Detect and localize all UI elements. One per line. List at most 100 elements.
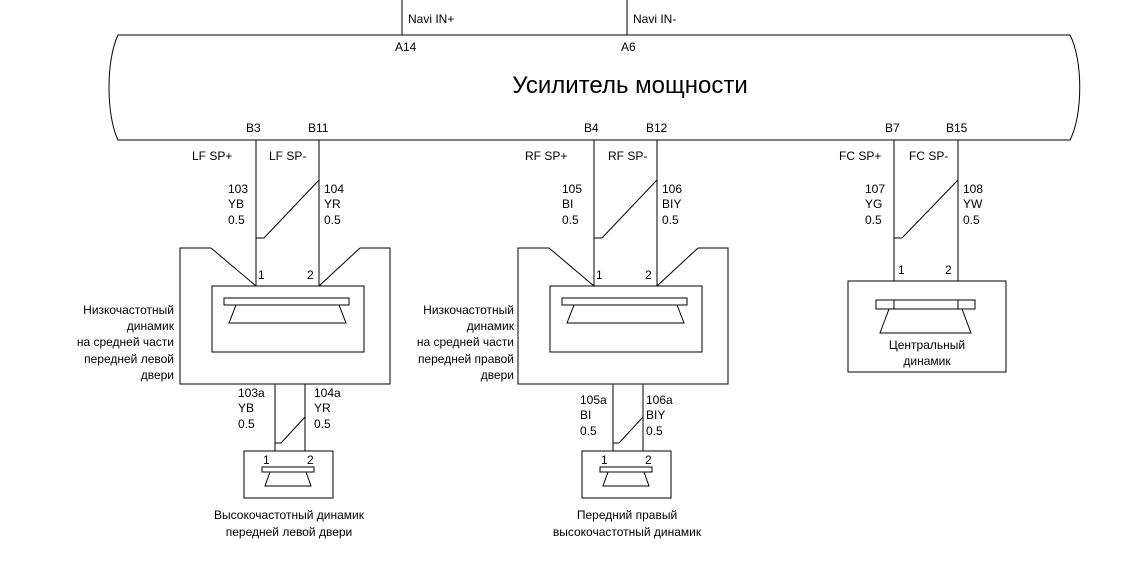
wire-105-color: BI — [562, 197, 573, 211]
pin-b3-label: B3 — [246, 121, 261, 135]
wire-103-color: YB — [228, 197, 244, 211]
rf-woofer-enclosure — [517, 247, 729, 385]
rf-tweeter-terminal-2: 2 — [645, 453, 652, 467]
wire-105-gauge: 0.5 — [562, 213, 579, 227]
pin-b15-label: B15 — [946, 121, 968, 135]
wire-107-id: 107 — [865, 182, 885, 196]
left-front-group: B3 B11 LF SP+ LF SP- 103 YB 0.5 104 YR 0… — [77, 121, 391, 539]
lf-woofer-name-line-4: передней левой — [84, 352, 174, 366]
rf-woofer-magnet — [561, 297, 688, 306]
rf-woofer-name-line-4: передней правой — [418, 352, 514, 366]
rf-woofer-cone-left — [548, 247, 595, 287]
center-speaker-terminal-2: 2 — [945, 263, 952, 277]
amplifier-block: Усилитель мощности — [108, 34, 1081, 141]
wire-104a-id: 104a — [314, 386, 341, 400]
wire-103-gauge: 0.5 — [228, 213, 245, 227]
rf-woofer-name-line-1: Низкочастотный — [423, 303, 514, 317]
rf-woofer-terminal-1: 1 — [596, 268, 603, 282]
wire-106-id: 106 — [662, 182, 682, 196]
pin-a6-label: A6 — [621, 40, 636, 54]
lf-sp-plus-label: LF SP+ — [192, 149, 232, 163]
rf-tweeter-magnet — [599, 466, 653, 473]
wire-106-color: BIY — [662, 197, 681, 211]
amplifier-outline — [108, 34, 1081, 141]
lf-tweeter-terminal-1: 1 — [263, 453, 270, 467]
pin-b7-label: B7 — [885, 121, 900, 135]
wire-104-color: YR — [324, 197, 341, 211]
wire-103a-id: 103a — [238, 386, 265, 400]
lf-woofer-terminal-1: 1 — [258, 268, 265, 282]
lf-tweeter-name-line-2: передней левой двери — [226, 525, 353, 539]
lf-sp-minus-label: LF SP- — [269, 149, 306, 163]
lf-tweeter-terminal-2: 2 — [307, 453, 314, 467]
wire-105a-color: BI — [580, 408, 591, 422]
wire-107-gauge: 0.5 — [865, 213, 882, 227]
tweeter-twisted-pair-marker — [613, 416, 644, 444]
lf-tweeter-magnet — [261, 466, 315, 473]
lf-woofer-magnet — [223, 297, 350, 306]
wire-103a-color: YB — [238, 401, 254, 415]
lf-woofer-name-line-3: на средней части — [77, 335, 174, 349]
fc-sp-minus-label: FC SP- — [909, 149, 948, 163]
wire-108-id: 108 — [963, 182, 983, 196]
center-group: B7 B15 FC SP+ FC SP- 107 YG 0.5 108 YW 0… — [839, 121, 1007, 373]
pin-b11-label: B11 — [308, 121, 329, 135]
lf-tweeter-speaker-icon — [264, 471, 312, 487]
lf-woofer-enclosure — [179, 247, 391, 385]
center-speaker-magnet — [875, 299, 976, 310]
navi-in-minus-label: Navi IN- — [633, 12, 676, 26]
tweeter-twisted-pair-marker — [275, 416, 306, 444]
center-speaker-terminal-1: 1 — [898, 263, 905, 277]
amplifier-title: Усилитель мощности — [512, 72, 748, 99]
center-speaker-icon — [879, 308, 972, 334]
wire-103-id: 103 — [228, 182, 248, 196]
rf-woofer-name-line-3: на средней части — [417, 335, 514, 349]
rf-woofer-speaker-icon — [566, 304, 685, 324]
wire-104a-color: YR — [314, 401, 331, 415]
rf-woofer-name-line-2: динамик — [467, 319, 515, 333]
lf-woofer-speaker-icon — [228, 304, 347, 324]
twisted-pair-marker — [594, 179, 658, 239]
pin-b12-label: B12 — [646, 121, 668, 135]
right-front-group: B4 B12 RF SP+ RF SP- 105 BI 0.5 106 BIY … — [417, 121, 729, 539]
rf-woofer-terminal-2: 2 — [645, 268, 652, 282]
wire-104-gauge: 0.5 — [324, 213, 341, 227]
rf-tweeter-speaker-icon — [602, 471, 650, 487]
wire-106a-gauge: 0.5 — [646, 424, 663, 438]
lf-woofer-name-line-5: двери — [141, 368, 174, 382]
wire-105a-id: 105a — [580, 393, 607, 407]
pin-b4-label: B4 — [584, 121, 599, 135]
wire-105-id: 105 — [562, 182, 582, 196]
center-speaker-name-line-2: динамик — [903, 354, 951, 368]
wire-104a-gauge: 0.5 — [314, 417, 331, 431]
wire-107-color: YG — [865, 197, 882, 211]
rf-tweeter-name-line-2: высокочастотный динамик — [553, 525, 702, 539]
rf-woofer-name-line-5: двери — [481, 368, 514, 382]
wire-108-color: YW — [963, 197, 983, 211]
lf-tweeter-name-line-1: Высокочастотный динамик — [214, 508, 365, 522]
fc-sp-plus-label: FC SP+ — [839, 149, 881, 163]
rf-tweeter-terminal-1: 1 — [601, 453, 608, 467]
twisted-pair-marker — [256, 179, 320, 239]
wire-103a-gauge: 0.5 — [238, 417, 255, 431]
wire-106-gauge: 0.5 — [662, 213, 679, 227]
navi-in-plus-label: Navi IN+ — [408, 12, 454, 26]
rf-sp-plus-label: RF SP+ — [525, 149, 567, 163]
wire-105a-gauge: 0.5 — [580, 424, 597, 438]
lf-woofer-cone-left — [210, 247, 257, 287]
lf-woofer-cone-right — [318, 247, 361, 287]
rf-sp-minus-label: RF SP- — [608, 149, 647, 163]
pin-a14-label: A14 — [395, 40, 417, 54]
rf-tweeter-name-line-1: Передний правый — [577, 508, 677, 522]
wire-104-id: 104 — [324, 182, 344, 196]
wire-108-gauge: 0.5 — [963, 213, 980, 227]
navi-inputs: Navi IN+ Navi IN- A14 A6 — [395, 0, 676, 54]
lf-woofer-name-line-2: динамик — [127, 319, 175, 333]
lf-woofer-terminal-2: 2 — [307, 268, 314, 282]
wire-106a-id: 106a — [646, 393, 673, 407]
wire-106a-color: BIY — [646, 408, 665, 422]
rf-woofer-cone-right — [656, 247, 699, 287]
lf-woofer-name-line-1: Низкочастотный — [83, 303, 174, 317]
center-speaker-name-line-1: Центральный — [889, 338, 965, 352]
